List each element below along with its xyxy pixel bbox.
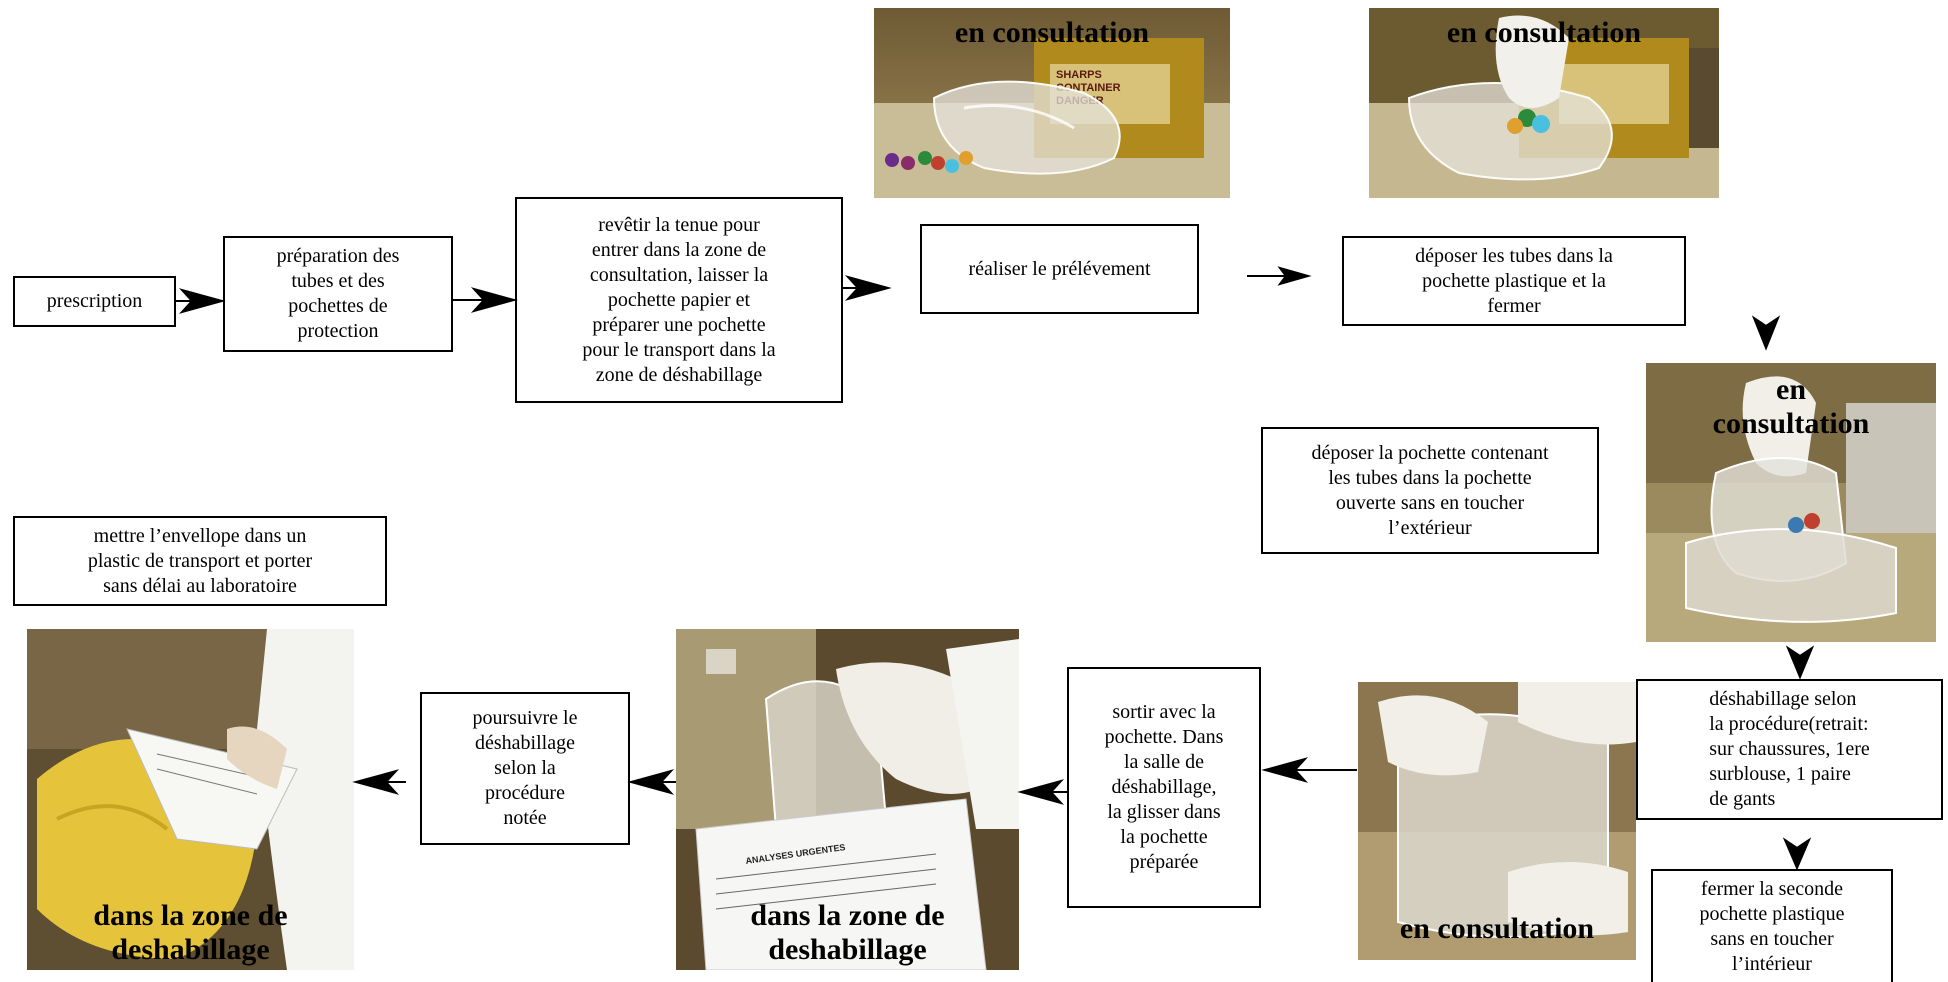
step-deposer-tubes: déposer les tubes dans la pochette plast…: [1342, 236, 1686, 326]
arrowhead-prescription-preparation: [178, 288, 226, 314]
step-sortir-label: sortir avec la pochette. Dans la salle d…: [1104, 701, 1224, 873]
step-deshabillage: déshabillage selon la procédure(retrait:…: [1636, 679, 1943, 820]
step-poursuivre: poursuivre le déshabillage selon la proc…: [420, 692, 630, 845]
step-envellope-label: mettre l’envellope dans un plastic de tr…: [87, 524, 313, 597]
step-tenue: revêtir la tenue pour entrer dans la zon…: [515, 197, 843, 403]
photo-closing-bag: en consultation: [1358, 682, 1636, 960]
step-prelevement: réaliser le prélévement: [920, 224, 1199, 314]
step-preparation: préparation des tubes et des pochettes d…: [223, 236, 453, 352]
step-sortir: sortir avec la pochette. Dans la salle d…: [1067, 667, 1261, 908]
arrowhead-photo3-deshabillage: [1785, 645, 1815, 680]
step-fermer: fermer la seconde pochette plastique san…: [1651, 869, 1893, 982]
step-deshabillage-label: déshabillage selon la procédure(retrait:…: [1709, 688, 1870, 810]
step-tenue-label: revêtir la tenue pour entrer dans la zon…: [582, 213, 776, 386]
photo3-caption: en consultation: [1712, 373, 1870, 440]
photo-tubes-container: SHARPS CONTAINER DANGER en consultation: [874, 8, 1230, 198]
arrowhead-deshabillage-fermer: [1782, 837, 1812, 871]
step-poursuivre-label: poursuivre le déshabillage selon la proc…: [472, 707, 578, 829]
photo1-caption: en consultation: [954, 16, 1150, 49]
step-deposer-pochette-label: déposer la pochette contenant les tubes …: [1311, 441, 1549, 539]
svg-text:SHARPS: SHARPS: [1056, 69, 1102, 81]
arrowhead-preparation-tenue: [470, 287, 518, 313]
photo-gloved-hand-tubes: en consultation: [1369, 8, 1719, 198]
step-fermer-label: fermer la seconde pochette plastique san…: [1699, 877, 1845, 975]
photo-bag-in-bag: en consultation: [1646, 363, 1936, 642]
arrowhead-sortir-photo5: [1017, 779, 1065, 805]
photo2-caption: en consultation: [1446, 16, 1642, 49]
arrowhead-deposer-photo3: [1751, 315, 1781, 351]
photo5-caption: dans la zone de deshabillage: [750, 899, 945, 966]
step-preparation-label: préparation des tubes et des pochettes d…: [276, 245, 400, 342]
step-deposer-tubes-label: déposer les tubes dans la pochette plast…: [1415, 244, 1613, 317]
arrowhead-photo4-sortir: [1261, 757, 1309, 783]
step-deposer-pochette: déposer la pochette contenant les tubes …: [1261, 427, 1599, 554]
step-prescription-label: prescription: [46, 290, 143, 312]
arrowhead-tenue-prelevement: [844, 275, 892, 301]
arrowhead-prelevement-deposer: [1277, 266, 1312, 286]
arrowhead-poursuivre-photo6: [352, 769, 400, 795]
photo6-caption: dans la zone de deshabillage: [93, 899, 288, 966]
photo-bag-envelope: ANALYSES URGENTES dans la zone de deshab…: [676, 629, 1019, 970]
photo-yellow-bag: dans la zone de deshabillage: [27, 629, 354, 970]
step-prelevement-label: réaliser le prélévement: [968, 257, 1151, 280]
step-envellope: mettre l’envellope dans un plastic de tr…: [13, 516, 387, 606]
step-prescription: prescription: [13, 276, 176, 327]
arrowhead-photo5-poursuivre: [627, 769, 675, 795]
photo4-caption: en consultation: [1399, 912, 1595, 945]
